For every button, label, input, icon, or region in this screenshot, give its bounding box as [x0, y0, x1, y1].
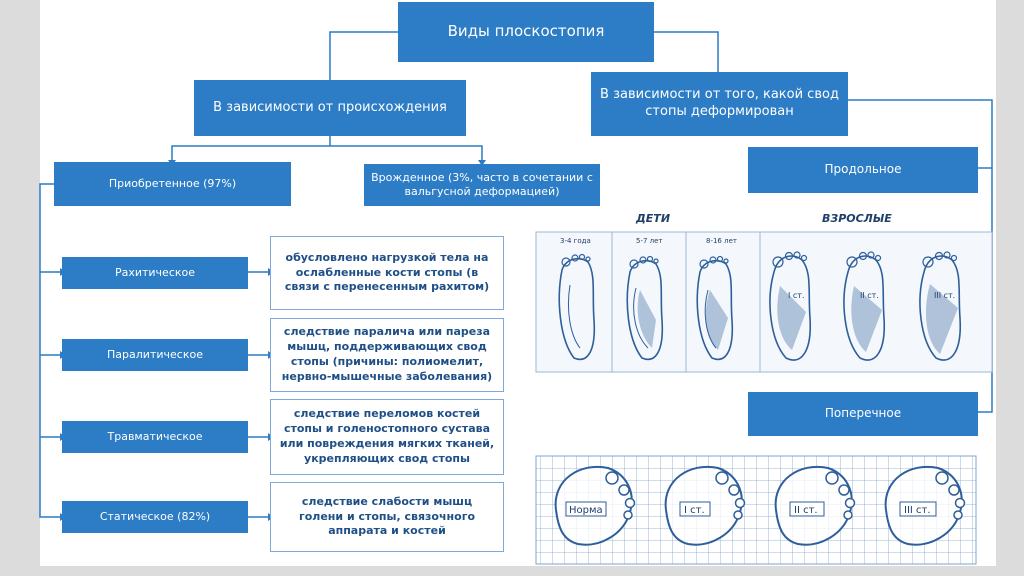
adult-degree-2: II ст. — [860, 291, 879, 300]
type-box-rachitic: Рахитическое — [62, 257, 248, 289]
by-arch-box: В зависимости от того, какой свод стопы … — [591, 72, 848, 136]
degree-1-label: I ст. — [684, 505, 705, 516]
age-label-3: 8-16 лет — [706, 237, 737, 245]
longitudinal-text: Продольное — [824, 162, 902, 177]
age-label-2: 5-7 лет — [636, 237, 663, 245]
desc-static: следствие слабости мышц голени и стопы, … — [298, 494, 475, 538]
degree-3-label: III ст. — [904, 505, 931, 516]
by-arch-text: В зависимости от того, какой свод стопы … — [600, 87, 839, 119]
desc-box-rachitic: обусловлено нагрузкой тела на ослабленны… — [270, 236, 504, 310]
type-box-paralytic: Паралитическое — [62, 339, 248, 371]
desc-box-paralytic: следствие паралича или пареза мышц, подд… — [270, 318, 504, 392]
desc-box-traumatic: следствие переломов костей стопы и голен… — [270, 399, 504, 475]
by-origin-box: В зависимости от происхождения — [194, 80, 466, 136]
type-box-traumatic: Травматическое — [62, 421, 248, 453]
transverse-text: Поперечное — [824, 406, 902, 421]
transverse-box: Поперечное — [748, 392, 978, 436]
type-label-rachitic: Рахитическое — [114, 265, 196, 279]
adult-degree-1: I ст. — [788, 291, 805, 300]
type-label-paralytic: Паралитическое — [107, 347, 203, 361]
type-label-traumatic: Травматическое — [107, 429, 203, 443]
norm-label: Норма — [569, 505, 603, 516]
congenital-box: Врожденное (3%, часто в сочетании с валь… — [364, 164, 600, 206]
children-label: ДЕТИ — [635, 212, 670, 225]
acquired-box: Приобретенное (97%) — [54, 162, 291, 206]
adult-degree-3: III ст. — [934, 291, 955, 300]
congenital-text: Врожденное (3%, часто в сочетании с валь… — [371, 170, 593, 198]
type-box-static: Статическое (82%) — [62, 501, 248, 533]
by-origin-text: В зависимости от происхождения — [213, 99, 447, 115]
adults-label: ВЗРОСЛЫЕ — [822, 212, 892, 225]
degree-2-label: II ст. — [794, 505, 818, 516]
title-text: Виды плоскостопия — [447, 22, 605, 41]
desc-traumatic: следствие переломов костей стопы и голен… — [279, 407, 495, 465]
desc-rachitic: обусловлено нагрузкой тела на ослабленны… — [284, 250, 490, 294]
desc-box-static: следствие слабости мышц голени и стопы, … — [270, 482, 504, 552]
desc-paralytic: следствие паралича или пареза мышц, подд… — [281, 325, 493, 383]
acquired-text: Приобретенное (97%) — [108, 176, 237, 190]
title-box: Виды плоскостопия — [398, 2, 654, 62]
type-label-static: Статическое (82%) — [99, 509, 211, 523]
longitudinal-box: Продольное — [748, 147, 978, 193]
age-label-1: 3-4 года — [560, 237, 591, 245]
